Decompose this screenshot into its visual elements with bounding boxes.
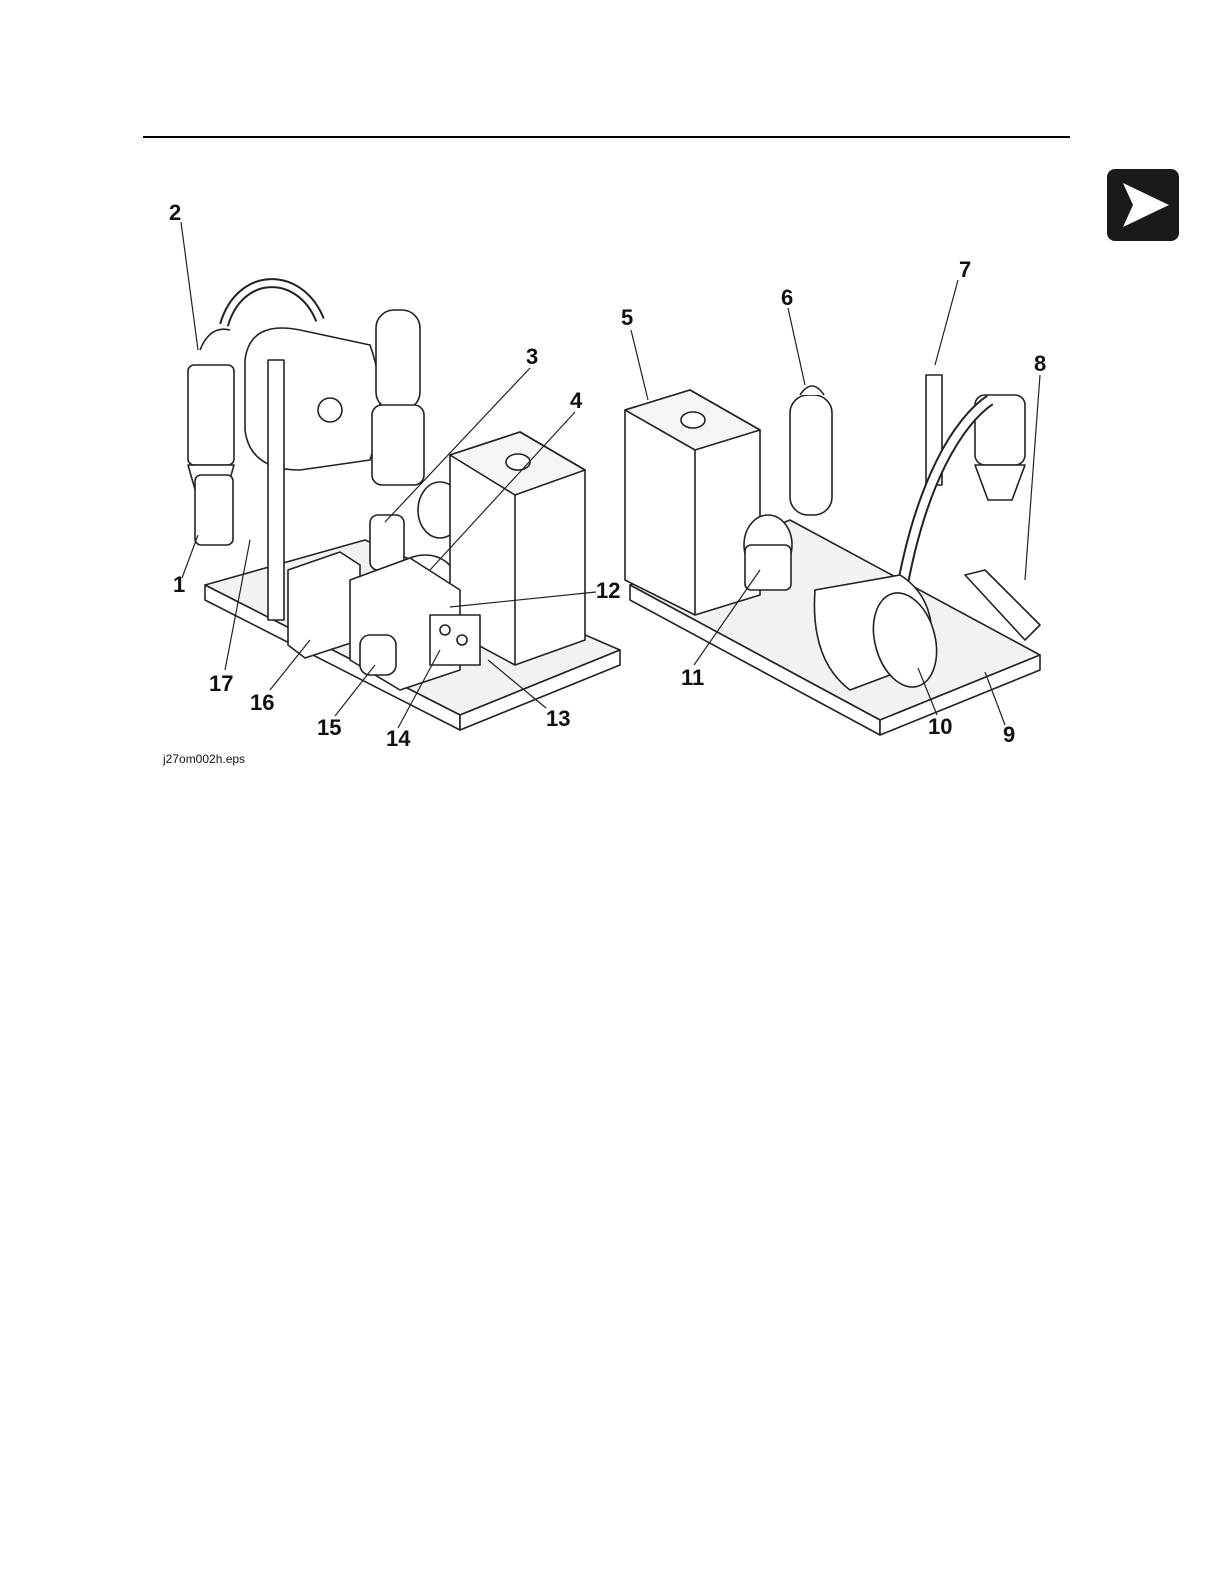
header-rule [143,136,1070,138]
callout-9: 9 [1003,724,1015,746]
figure-caption: j27om002h.eps [163,752,245,766]
callout-13: 13 [546,708,570,730]
callout-4: 4 [570,390,582,412]
callout-6: 6 [781,287,793,309]
callout-5: 5 [621,307,633,329]
callout-10: 10 [928,716,952,738]
equipment-illustration [140,190,1060,750]
callout-1: 1 [173,574,185,596]
callout-16: 16 [250,692,274,714]
callout-11: 11 [681,667,704,689]
next-section-tab[interactable] [1107,169,1179,241]
callout-14: 14 [386,728,410,750]
callout-12: 12 [596,580,620,602]
callout-3: 3 [526,346,538,368]
callout-2: 2 [169,202,181,224]
callout-15: 15 [317,717,341,739]
callout-8: 8 [1034,353,1046,375]
callout-7: 7 [959,259,971,281]
play-arrow-icon [1107,169,1179,241]
callout-17: 17 [209,673,233,695]
